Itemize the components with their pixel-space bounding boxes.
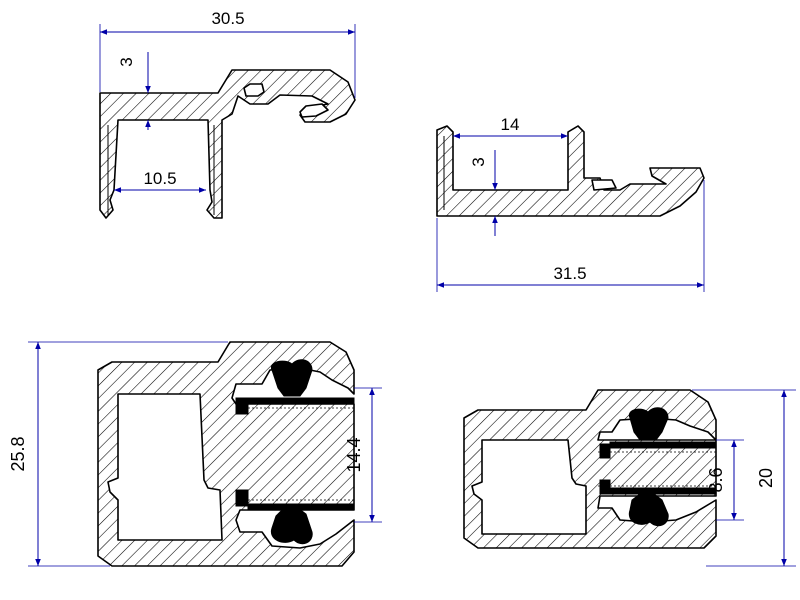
dimension-label-14: 14	[501, 115, 520, 134]
profile-top-right	[436, 125, 705, 217]
dimension-bottom-right-gap: 8.6	[706, 439, 744, 521]
dimension-label-8-6: 8.6	[706, 467, 726, 492]
dimension-label-10-5: 10.5	[143, 169, 176, 188]
dimension-bottom-right-height: 20	[692, 389, 796, 567]
profile-bottom-right	[463, 389, 717, 549]
dimension-top-left-width: 30.5	[99, 9, 356, 98]
dimension-label-31-5: 31.5	[553, 264, 586, 283]
dimension-top-right-wall: 3	[469, 150, 498, 236]
dimension-label-14-4: 14.4	[344, 437, 364, 472]
profile-top-left	[99, 69, 356, 219]
dimension-label-3-top-right: 3	[469, 157, 488, 166]
dimension-top-right-width: 31.5	[436, 180, 705, 292]
dimension-label-25-8: 25.8	[8, 436, 28, 471]
dimension-top-left-channel: 10.5	[114, 169, 206, 193]
dimension-top-right-channel: 14	[453, 115, 568, 139]
dimension-bottom-left-height: 25.8	[8, 341, 228, 567]
profile-bottom-left	[97, 341, 355, 567]
dimension-label-20: 20	[756, 468, 776, 488]
dimension-label-3-top-left: 3	[117, 57, 136, 66]
dimension-top-left-wall: 3	[117, 52, 151, 130]
dimension-label-30-5: 30.5	[211, 9, 244, 28]
dimension-bottom-left-gap: 14.4	[344, 387, 382, 523]
